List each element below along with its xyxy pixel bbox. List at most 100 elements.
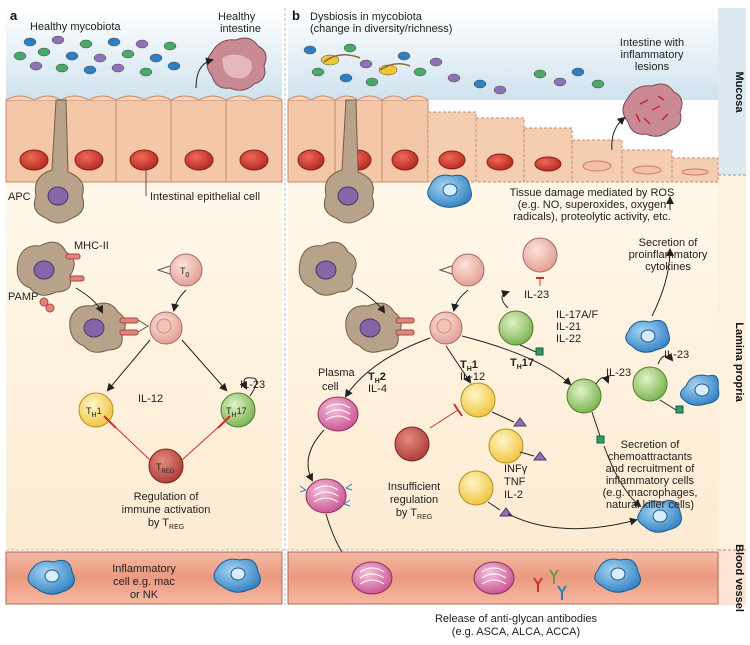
il23-top-label: IL-23 (524, 289, 549, 301)
th17-cell-b-top (498, 290, 544, 356)
blood-vessel-b (287, 551, 719, 605)
t-cell-b-naive (429, 311, 463, 345)
t0-label: T0 (180, 266, 190, 279)
treg-cell-b (394, 403, 463, 462)
inflammatory-line2: cell e.g. mac (113, 576, 175, 588)
insufficient-line2: regulation (390, 494, 438, 506)
dc-a-top (16, 241, 85, 313)
th1-label-a: TH1 (86, 406, 102, 419)
treg-label-a: TREG (156, 462, 175, 475)
tissue-damage-line2: (e.g. NO, superoxides, oxygen (518, 199, 667, 211)
pamp-label: PAMP (8, 291, 38, 303)
chemo-line1: Secretion of (621, 439, 681, 451)
plasma-cell-b (317, 396, 359, 432)
regulation-line3: by TREG (148, 517, 184, 531)
treg-cell-a (148, 448, 184, 484)
apc-b (323, 99, 375, 224)
plasma-line2: cell (322, 381, 339, 393)
th2-label: TH2 (368, 371, 386, 385)
chemo-line2: chemoattractants (608, 451, 693, 463)
inflamed-line1: Intestine with (620, 37, 684, 49)
secretion-pro-line1: Secretion of (639, 237, 699, 249)
blood-label: Blood vessel (733, 544, 745, 612)
il23-label-a: IL-23 (240, 379, 265, 391)
cytokine-3: IL-2 (504, 489, 523, 501)
panel-b-text: b Dysbiosis in mycobiota (change in dive… (292, 8, 708, 638)
dc-b-bottom (345, 302, 415, 353)
t-cell-b-top (438, 253, 485, 287)
tissue-damage-line3: radicals), proteolytic activity, etc. (513, 211, 671, 223)
regulation-line2: immune activation (122, 504, 211, 516)
lamina-label: Lamina propria (733, 322, 745, 402)
dc-b-top (298, 241, 357, 296)
antibodies-line1: Release of anti-glycan antibodies (435, 613, 598, 625)
yeast-b (303, 43, 605, 95)
plasma-line1: Plasma (318, 367, 356, 379)
blue-cell-mucosa-b (427, 174, 472, 208)
panel-b-letter: b (292, 8, 300, 23)
dysbiosis-line1: Dysbiosis in mycobiota (310, 11, 423, 23)
il23-right-label: IL-23 (664, 349, 689, 361)
antibodies-line2: (e.g. ASCA, ALCA, ACCA) (452, 626, 580, 638)
th1-cell-a (78, 392, 114, 428)
side-labels: Mucosa Lamina propria Blood vessel (733, 72, 745, 612)
t-cell-b-il23 (522, 237, 558, 286)
panel-a-letter: a (10, 8, 18, 23)
il12-label-a: IL-12 (138, 393, 163, 405)
th1-label-b: TH1 (460, 359, 478, 373)
plasma-cell-b-2 (299, 478, 353, 514)
insufficient-line3: by TREG (396, 507, 432, 521)
th17-label-b: TH17 (510, 357, 534, 371)
insufficient-line1: Insufficient (388, 481, 440, 493)
healthy-intestine-line1: Healthy (218, 11, 256, 23)
regulation-line1: Regulation of (134, 491, 200, 503)
healthy-mycobiota-label: Healthy mycobiota (30, 21, 121, 33)
yeast-a (13, 35, 181, 77)
dc-a-bottom (69, 302, 149, 353)
il17-line2: IL-21 (556, 321, 581, 333)
secretion-pro-line2: proinflammatory (629, 249, 708, 261)
th17-cell-b-right (632, 352, 684, 414)
mhc-label: MHC-II (74, 240, 109, 252)
inflamed-intestine-icon (611, 83, 683, 151)
il12-label-b: IL-12 (460, 371, 485, 383)
chemo-line3: and recruitment of (606, 463, 696, 475)
healthy-intestine-line2: intestine (220, 23, 261, 35)
epithelial-label: Intestinal epithelial cell (150, 191, 260, 203)
epithelium-a (5, 95, 283, 183)
healthy-intestine-icon (195, 37, 267, 91)
inflamed-line3: lesions (635, 61, 670, 73)
th17-cell-b-mid (566, 374, 610, 444)
th17-label-a: TH17 (226, 406, 247, 419)
il23-mid-label: IL-23 (606, 367, 631, 379)
arrows-a (75, 287, 257, 461)
chemo-line5: (e.g. macrophages, (603, 487, 698, 499)
tissue-damage-line1: Tissue damage mediated by ROS (510, 187, 675, 199)
panel-a-text: a Healthy mycobiota Healthy intestine AP… (8, 8, 265, 601)
apc-label: APC (8, 191, 31, 203)
blood-vessel-a (5, 551, 283, 605)
apc-a (33, 99, 85, 224)
cytokine-2: TNF (504, 476, 526, 488)
th1-cells-b (458, 382, 547, 517)
inflammatory-line1: Inflammatory (112, 563, 176, 575)
blue-cells-b (625, 319, 720, 533)
th17-cell-a (220, 392, 256, 428)
inflammatory-line3: or NK (130, 589, 159, 601)
epithelium-b (287, 95, 719, 183)
il4-label: IL-4 (368, 383, 387, 395)
t-cell-a-naive (149, 311, 183, 345)
backgrounds (6, 8, 746, 605)
dysbiosis-line2: (change in diversity/richness) (310, 23, 452, 35)
mucosa-label: Mucosa (733, 72, 745, 114)
arrows-b (305, 196, 674, 568)
cytokine-1: INFγ (504, 463, 528, 475)
il17-line3: IL-22 (556, 333, 581, 345)
chemo-line6: natural killer cells) (606, 499, 694, 511)
secretion-pro-line3: cytokines (645, 261, 691, 273)
chemo-line4: inflammatory cells (606, 475, 695, 487)
inflamed-line2: inflammatory (621, 49, 684, 61)
t0-cell (156, 253, 203, 287)
